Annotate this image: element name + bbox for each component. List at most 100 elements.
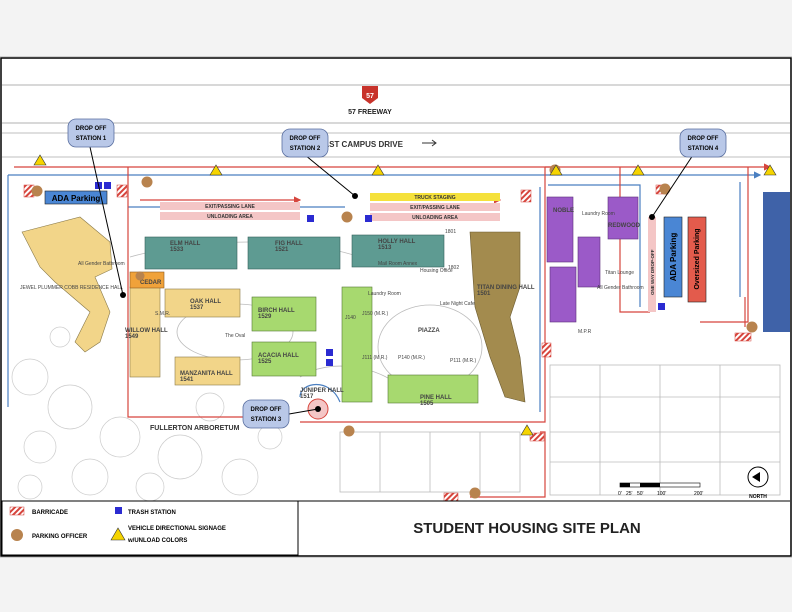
building-holly-hall [351, 234, 445, 268]
legend-signage-icon [110, 527, 126, 541]
label-smr: S.M.R. [155, 311, 170, 317]
drop-off-3-line1: DROP OFF [251, 407, 282, 413]
barricade-icon [529, 432, 545, 442]
legend-barricade-icon [9, 506, 25, 516]
building-oak-hall [164, 288, 241, 318]
drop-off-station-1 [67, 118, 115, 148]
trash-station-icon [326, 359, 333, 366]
trash-station-icon [365, 215, 372, 222]
label-1801: 1801 [445, 229, 456, 235]
ada-parking-sign-2 [663, 216, 683, 298]
parking-officer-icon [746, 321, 758, 333]
drop-off-station-4 [679, 128, 727, 158]
building-manzanita-hall [174, 356, 241, 386]
ada-parking-label-1: ADA Parking [52, 194, 101, 203]
warning-sign-icon [520, 424, 534, 436]
site-plan-sheet: 57 57 FREEWAY EAST CAMPUS DRIVE [0, 56, 792, 558]
label-mpr: M.P.R [578, 329, 592, 335]
parking-officer-icon [135, 271, 145, 281]
one-way-drop-off-lane [648, 217, 656, 312]
exit-passing-lane-west-label: EXIT/PASSING LANE [205, 204, 255, 210]
building-noble [546, 196, 574, 263]
legend-officer-icon [11, 529, 23, 541]
building-birch-hall [251, 296, 317, 332]
building-acacia-hall [251, 341, 317, 377]
drop-off-2-line2: STATION 2 [290, 146, 321, 152]
warning-sign-icon [371, 164, 385, 176]
drop-off-1-line1: DROP OFF [76, 126, 107, 132]
trash-station-icon [326, 349, 333, 356]
label-cedar: CEDAR [140, 280, 162, 286]
label-j111: J111 (M.R.) [362, 355, 388, 361]
road-direction-arrow-icon [422, 139, 437, 147]
scale-tick-25: 25' [626, 491, 633, 497]
drop-off-2-line1: DROP OFF [290, 136, 321, 142]
legend-box [1, 500, 299, 556]
legend-officer-label: PARKING OFFICER [32, 534, 88, 540]
drop-off-4-line1: DROP OFF [688, 136, 719, 142]
label-j140: J140 [345, 315, 356, 321]
freeway: 57 57 FREEWAY [2, 84, 790, 124]
directional-signage [33, 154, 777, 436]
label-mail-room: Mail Room Annex [378, 261, 418, 267]
drop-off-station-3 [242, 399, 290, 429]
label-p111: P111 (M.R.) [450, 358, 477, 364]
trash-station-icon [104, 182, 111, 189]
parking-officer-icon [141, 176, 153, 188]
freeway-shield-icon: 57 [362, 86, 378, 104]
legend-signage-line1: VEHICLE DIRECTIONAL SIGNAGE [128, 526, 226, 532]
unloading-area-east-label: UNLOADING AREA [412, 215, 458, 221]
barricade-icon [541, 342, 552, 358]
warning-sign-icon [631, 164, 645, 176]
barricade-icon [734, 332, 752, 342]
label-redwood: REDWOOD [608, 223, 641, 229]
label-laundry-1: Laundry Room [368, 291, 401, 297]
legend-trash-label: TRASH STATION [128, 510, 176, 516]
building-elm-hall [144, 236, 238, 270]
parking-officer-icon [659, 183, 671, 195]
label-jewel: JEWEL PLUMMER COBB RESIDENCE HALL [20, 285, 123, 291]
parking-signs: ADA Parking ADA Parking Oversized Parkin… [44, 190, 707, 303]
one-way-drop-off-label: ONE WAY DROP-OFF [650, 249, 655, 295]
exit-passing-lane-east [370, 203, 500, 211]
label-laundry-2: Laundry Room [582, 211, 615, 217]
freeway-shield-number: 57 [366, 93, 374, 100]
legend-signage-line2: w/UNLOAD COLORS [127, 538, 187, 544]
road-label: EAST CAMPUS DRIVE [318, 140, 404, 149]
north-arrow: NORTH [747, 466, 769, 500]
label-all-gender-1: All Gender Bathroom [78, 261, 125, 267]
warning-sign-icon [763, 164, 777, 176]
label-piazza: PIAZZA [418, 328, 440, 334]
warning-sign-icon [549, 164, 563, 176]
building-juniper-hall [341, 286, 373, 403]
parking-officer-icon [343, 425, 355, 437]
north-label: NORTH [749, 494, 767, 500]
freeway-label: 57 FREEWAY [348, 109, 392, 116]
east-campus-drive: EAST CAMPUS DRIVE [2, 132, 790, 158]
trash-station-icon [307, 215, 314, 222]
parking-officer-icon [469, 487, 481, 499]
barricade-icon [520, 189, 532, 203]
oversized-parking-label: Oversized Parking [694, 228, 701, 289]
green-halls [251, 286, 479, 404]
building-titan-dining-hall [469, 231, 526, 403]
label-titan-lounge: Titan Lounge [605, 270, 634, 276]
trash-station-icon [658, 303, 665, 310]
scale-tick-50: 50' [637, 491, 644, 497]
oversized-parking-sign [687, 216, 707, 303]
building-redwood [607, 196, 639, 240]
purple-halls [546, 196, 639, 323]
south-parking-lots [339, 364, 781, 496]
unloading-area-west [160, 212, 300, 220]
building-pine-hall [387, 374, 479, 404]
drop-off-station-2 [281, 128, 329, 158]
teal-halls [144, 234, 445, 270]
label-j150: J150 (M.R.) [362, 311, 388, 317]
